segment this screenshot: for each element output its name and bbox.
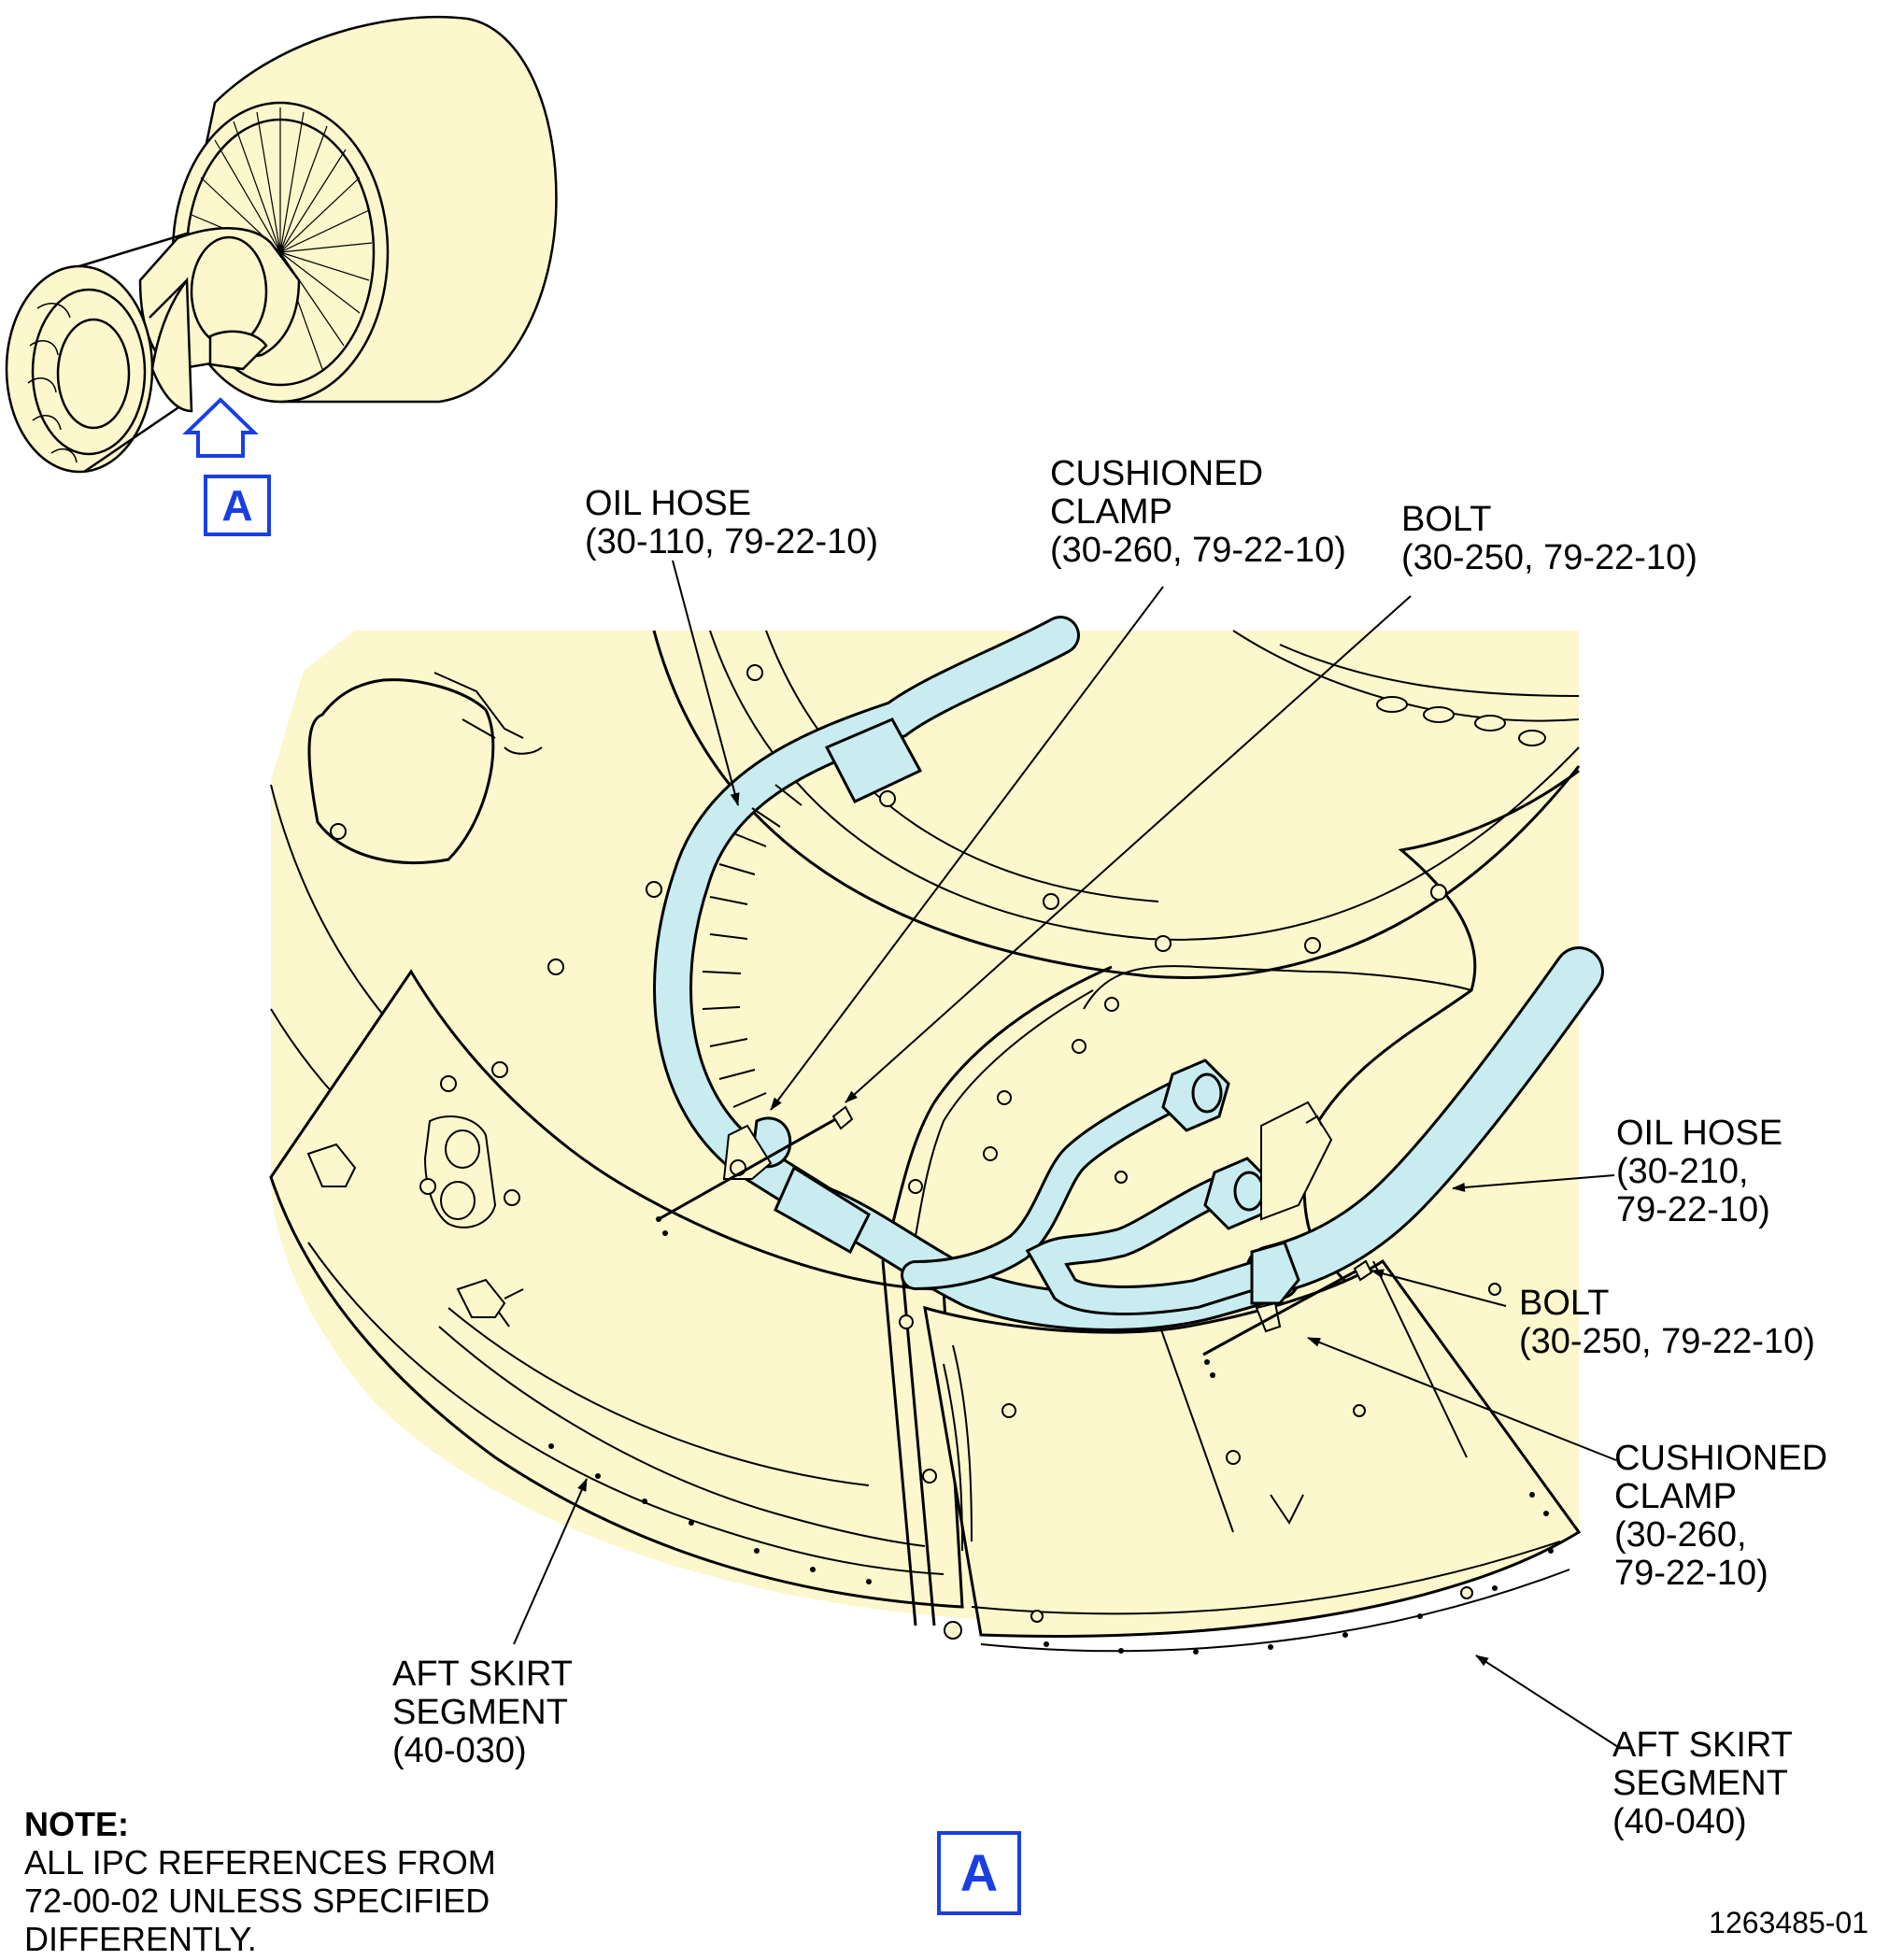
drawing-number: 1263485-01 <box>1709 1906 1868 1939</box>
callout-bolt-2: BOLT (30-250, 79-22-10) <box>1519 1285 1815 1361</box>
leader-oil-hose-30-210 <box>1452 1174 1615 1192</box>
callout-line: 79-22-10) <box>1616 1190 1770 1229</box>
leader-lines <box>513 560 1619 1748</box>
callout-line: CLAMP <box>1050 492 1172 532</box>
callout-line: 79-22-10) <box>1614 1554 1768 1593</box>
callout-line: SEGMENT <box>392 1693 568 1732</box>
callout-line: AFT SKIRT <box>1612 1726 1793 1765</box>
callout-line: (30-250, 79-22-10) <box>1519 1322 1815 1361</box>
callout-bolt-1: BOLT (30-250, 79-22-10) <box>1401 501 1697 577</box>
leader-aft-skirt-2 <box>1475 1655 1619 1748</box>
callout-line: (30-250, 79-22-10) <box>1401 538 1697 577</box>
leader-cushioned-clamp-2 <box>1307 1337 1617 1461</box>
callout-aft-skirt-40-040: AFT SKIRT SEGMENT (40-040) <box>1612 1726 1793 1841</box>
callout-line: OIL HOSE <box>585 484 752 523</box>
bolt-right-axis <box>1202 1266 1363 1356</box>
note-line: DIFFERENTLY. <box>24 1920 257 1958</box>
callout-line: BOLT <box>1519 1284 1610 1323</box>
callout-line: (40-040) <box>1612 1802 1747 1841</box>
leader-bolt-2 <box>1371 1269 1507 1307</box>
callout-line: (30-110, 79-22-10) <box>585 522 879 561</box>
callout-line: AFT SKIRT <box>392 1655 573 1694</box>
callout-cushioned-clamp-1: CUSHIONED CLAMP (30-260, 79-22-10) <box>1050 455 1346 570</box>
note-line: ALL IPC REFERENCES FROM <box>24 1843 496 1882</box>
callout-cushioned-clamp-2: CUSHIONED CLAMP (30-260, 79-22-10) <box>1614 1440 1827 1593</box>
engine-locator-view <box>5 15 558 474</box>
view-direction-arrow <box>182 397 259 458</box>
callout-line: SEGMENT <box>1612 1764 1788 1803</box>
callout-aft-skirt-40-030: AFT SKIRT SEGMENT (40-030) <box>392 1655 573 1770</box>
leader-oil-hose-30-110 <box>672 560 740 806</box>
view-a-locator-label: A <box>204 475 271 536</box>
view-a-title-label: A <box>937 1831 1021 1915</box>
callout-line: (30-260, <box>1614 1515 1747 1555</box>
callout-line: (40-030) <box>392 1731 527 1770</box>
bolt-left <box>831 1105 854 1130</box>
leader-bolt-1 <box>845 595 1412 1103</box>
callout-line: OIL HOSE <box>1616 1114 1783 1153</box>
callout-line: (30-260, 79-22-10) <box>1050 531 1346 570</box>
bolt-left-axis <box>658 1112 846 1221</box>
leader-cushioned-clamp-1 <box>770 586 1164 1111</box>
note-block: NOTE: ALL IPC REFERENCES FROM 72-00-02 U… <box>24 1805 496 1958</box>
callout-oil-hose-30-210: OIL HOSE (30-210, 79-22-10) <box>1616 1115 1782 1229</box>
note-title: NOTE: <box>24 1805 129 1843</box>
callout-line: BOLT <box>1401 500 1492 539</box>
callout-line: (30-210, <box>1616 1152 1749 1191</box>
note-line: 72-00-02 UNLESS SPECIFIED <box>24 1882 490 1920</box>
leader-aft-skirt-1 <box>513 1478 588 1645</box>
callout-line: CUSHIONED <box>1050 454 1264 493</box>
callout-line: CUSHIONED <box>1614 1439 1828 1478</box>
callout-line: CLAMP <box>1614 1477 1737 1516</box>
access-panel-top-left <box>307 678 495 865</box>
detail-view-a <box>269 616 1604 1655</box>
callout-oil-hose-30-110: OIL HOSE (30-110, 79-22-10) <box>585 485 878 561</box>
